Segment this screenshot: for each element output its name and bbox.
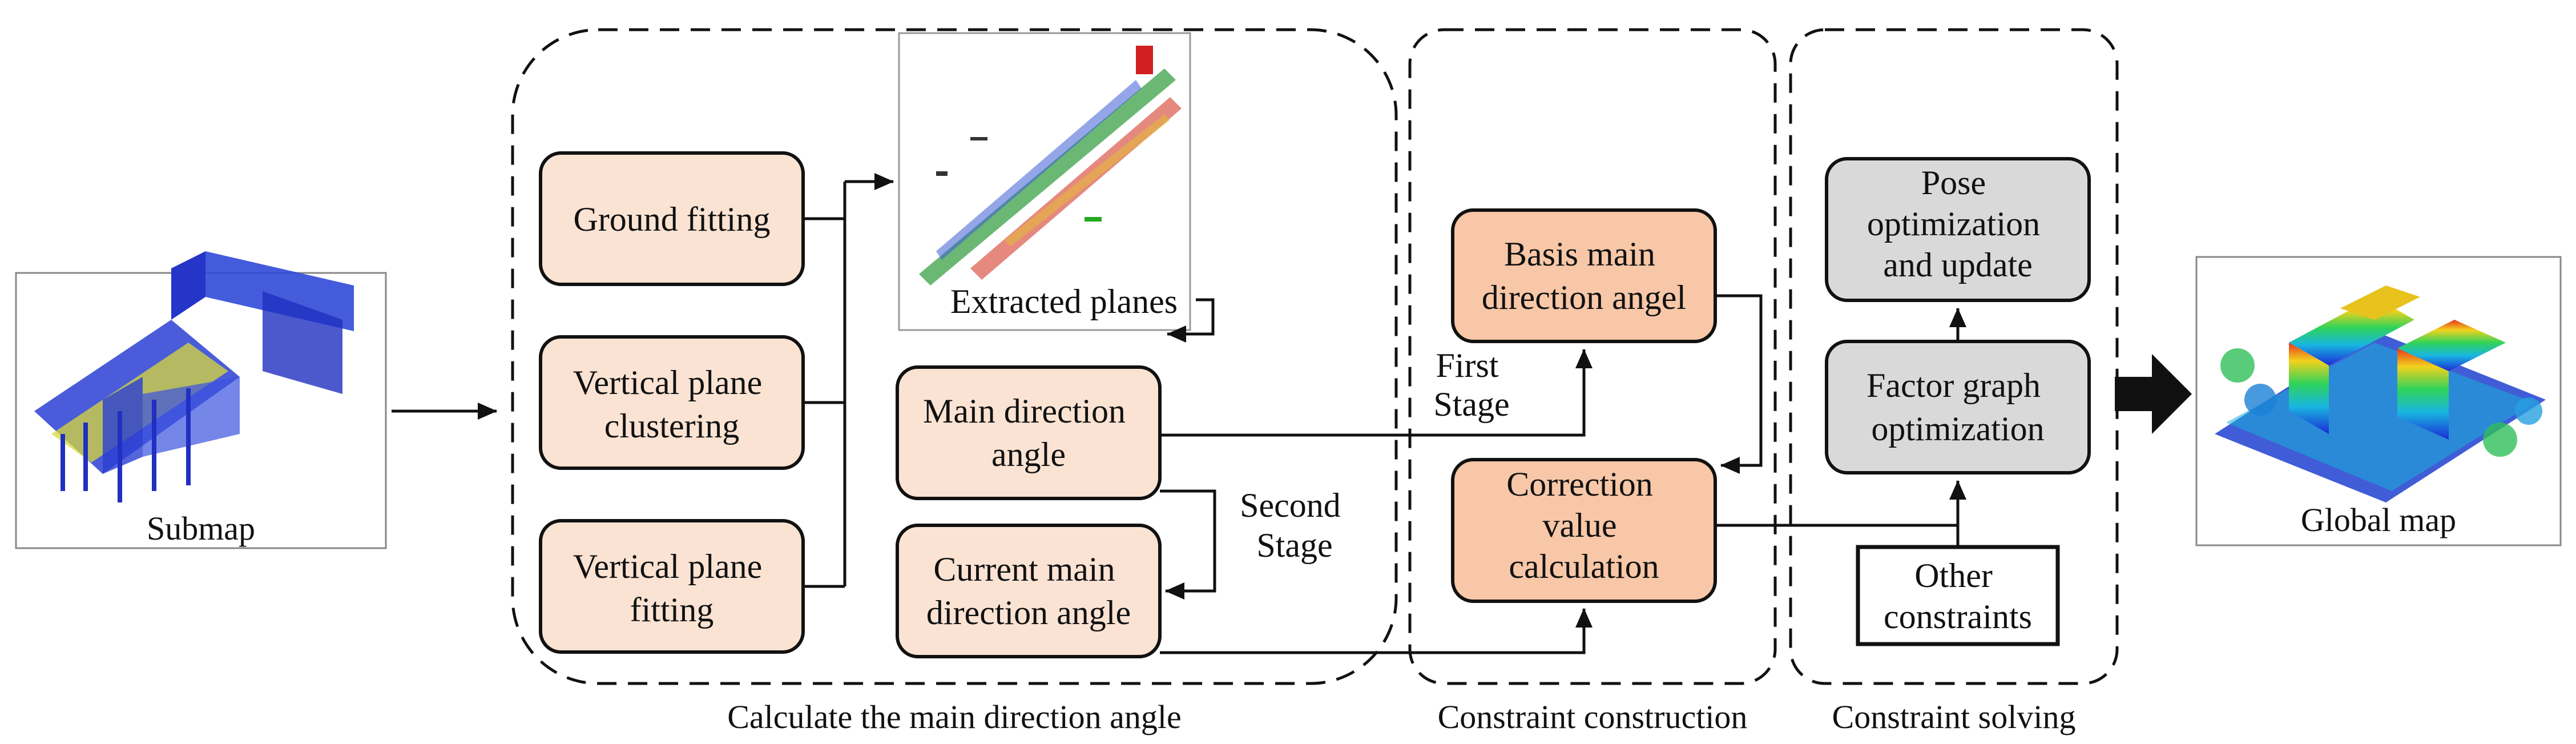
basis-main-direction-label: Basis main direction angel (1482, 235, 1686, 316)
connector-fitting-bus (803, 173, 894, 588)
vertical-plane-clustering-label: Vertical plane clustering (573, 364, 771, 445)
extracted-planes-panel: Extracted planes (898, 32, 1191, 331)
global-map-point-cloud-image (2215, 285, 2546, 502)
global-map-panel: Global map (2195, 256, 2562, 546)
group-calc-caption: Calculate the main direction angle (727, 698, 1182, 735)
extracted-planes-label: Extracted planes (950, 283, 1178, 320)
group-solving-container (1789, 28, 2119, 685)
second-stage-label: Second Stage (1240, 486, 1349, 564)
main-direction-angle-box (896, 365, 1162, 500)
submap-panel: Submap (15, 251, 387, 549)
vertical-plane-fitting-box (539, 519, 805, 654)
extracted-planes-image (919, 46, 1182, 285)
pose-optimization-label: Pose optimization and update (1867, 164, 2049, 284)
arrow-extracted-to-main (1167, 298, 1215, 343)
arrow-current-to-correction (1160, 608, 1593, 654)
arrow-basis-to-correction (1715, 294, 1763, 474)
current-main-direction-angle-box (896, 524, 1162, 658)
arrow-correction-to-factor (1715, 480, 1966, 527)
ground-fitting-label: Ground fitting (574, 200, 771, 238)
factor-graph-label: Factor graph optimization (1867, 367, 2049, 448)
submap-label: Submap (147, 510, 255, 547)
factor-graph-box (1825, 340, 2091, 474)
vertical-plane-fitting-label: Vertical plane fitting (573, 548, 771, 629)
arrow-to-global-map (2115, 354, 2192, 434)
arrow-main-to-basis (1160, 349, 1593, 437)
correction-value-box (1451, 458, 1717, 603)
group-calc-container (511, 28, 1398, 685)
group-construction-caption: Constraint construction (1438, 698, 1748, 735)
pose-optimization-box (1825, 157, 2091, 302)
group-solving-caption: Constraint solving (1832, 698, 2076, 735)
vertical-plane-clustering-box (539, 335, 805, 470)
basis-main-direction-box (1451, 208, 1717, 343)
other-constraints-label: Other constraints (1884, 557, 2032, 636)
current-main-direction-angle-label: Current main direction angle (926, 550, 1131, 632)
global-map-label: Global map (2301, 501, 2456, 538)
submap-point-cloud-image (34, 251, 354, 502)
correction-value-label: Correction value calculation (1506, 465, 1662, 585)
main-direction-angle-label: Main direction angle (923, 392, 1134, 473)
first-stage-label: First Stage (1433, 347, 1509, 423)
arrow-main-to-current (1160, 489, 1216, 600)
